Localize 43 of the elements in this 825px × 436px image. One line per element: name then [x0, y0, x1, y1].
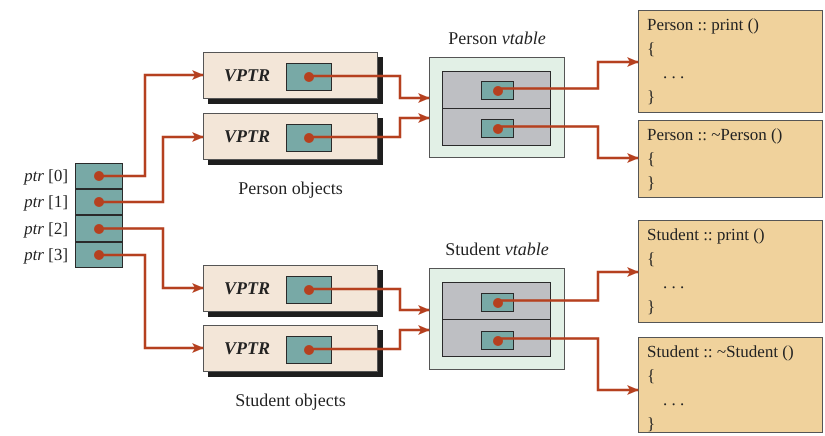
- vptr-label: VPTR: [224, 278, 270, 299]
- function-box: [638, 10, 823, 113]
- code-line: . . .: [662, 389, 686, 411]
- code-line: }: [647, 413, 656, 435]
- pointer-slot: [481, 293, 514, 312]
- code-line: }: [647, 296, 656, 318]
- pointer-slot: [286, 276, 332, 304]
- pointer-label: ptr [0]: [24, 166, 68, 186]
- vtable-entry: [442, 319, 551, 357]
- vtable-entry: [442, 108, 551, 146]
- pointer-slot: [481, 119, 514, 138]
- vptr-label: VPTR: [224, 338, 270, 359]
- function-box: [638, 120, 823, 198]
- code-line: Person :: ~Person (): [647, 124, 784, 146]
- code-line: {: [647, 365, 656, 387]
- function-box: [638, 220, 823, 323]
- vptr-label: VPTR: [224, 126, 270, 147]
- code-line: }: [647, 86, 656, 108]
- code-line: }: [647, 172, 656, 194]
- vptr-label: VPTR: [224, 65, 270, 86]
- group-caption: Person objects: [237, 178, 344, 199]
- pointer-label: ptr [1]: [24, 192, 68, 212]
- code-line: . . .: [662, 62, 686, 84]
- code-line: {: [647, 148, 656, 170]
- vtable-title: Student vtable: [444, 239, 550, 260]
- code-line: {: [647, 38, 656, 60]
- function-box: [638, 337, 823, 433]
- code-line: Person :: print (): [647, 14, 760, 36]
- code-line: Student :: print (): [647, 224, 766, 246]
- pointer-slot: [286, 336, 332, 364]
- pointer-label: ptr [3]: [24, 245, 68, 265]
- code-line: Student :: ~Student (): [647, 341, 795, 363]
- group-caption: Student objects: [234, 390, 347, 411]
- pointer-slot: [286, 63, 332, 91]
- vtable-entry: [442, 282, 551, 320]
- vtable-entry: [442, 71, 551, 109]
- pointer-slot: [286, 124, 332, 152]
- pointer-label: ptr [2]: [24, 218, 68, 238]
- code-line: . . .: [662, 272, 686, 294]
- pointer-slot: [481, 331, 514, 350]
- vtable-title: Person vtable: [447, 28, 547, 49]
- code-line: {: [647, 248, 656, 270]
- pointer-slot: [481, 81, 514, 100]
